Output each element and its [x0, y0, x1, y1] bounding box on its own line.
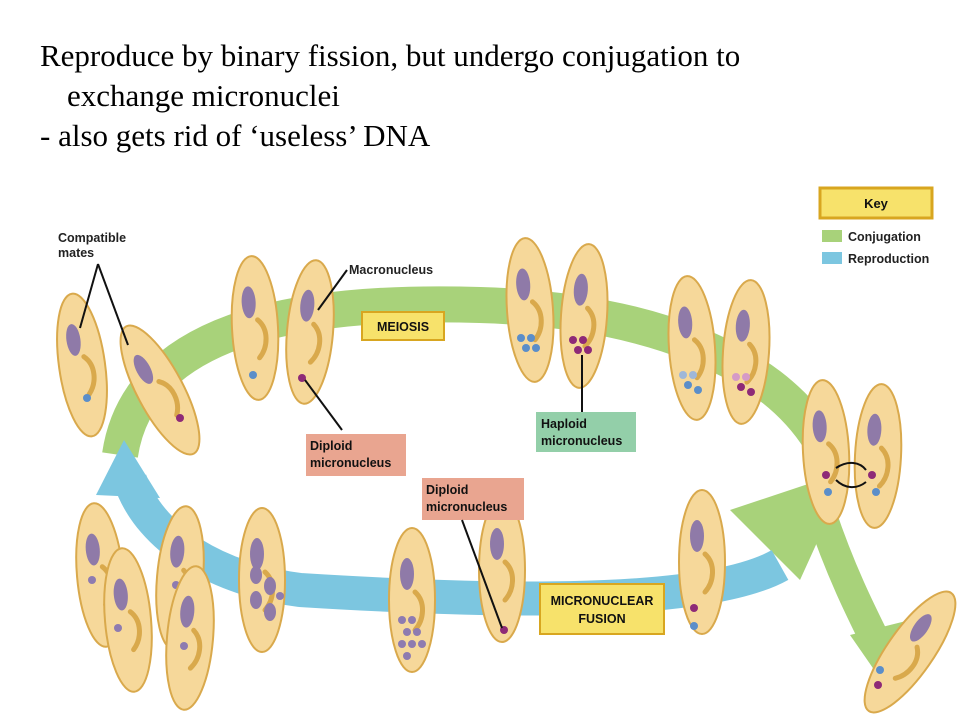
cell-fusion — [679, 490, 725, 634]
macronucleus-label: Macronucleus — [317, 263, 433, 311]
slide-line-3: - also gets rid of ‘useless’ DNA — [40, 118, 431, 153]
diploid-label-1: Diploid micronucleus — [304, 379, 406, 476]
reproduction-arrow-head — [96, 440, 160, 498]
key-box: Key Conjugation Reproduction — [818, 186, 934, 266]
diploid-label-2: Diploid micronucleus — [422, 478, 524, 629]
cell-pair-haploid — [502, 237, 612, 390]
svg-text:Macronucleus: Macronucleus — [349, 263, 433, 277]
key-title: Key — [864, 196, 889, 211]
svg-text:mates: mates — [58, 246, 94, 260]
slide-line-2: exchange micronuclei — [67, 78, 340, 113]
svg-text:Haploid: Haploid — [541, 417, 587, 431]
svg-text:micronucleus: micronucleus — [426, 500, 507, 514]
cell-mitosis — [389, 528, 435, 672]
svg-text:micronucleus: micronucleus — [310, 456, 391, 470]
cell-exconjugant — [850, 580, 960, 720]
svg-text:MICRONUCLEAR: MICRONUCLEAR — [551, 594, 654, 608]
haploid-label: Haploid micronucleus — [536, 355, 636, 452]
slide-text: Reproduce by binary fission, but undergo… — [40, 36, 940, 156]
compatible-mates — [49, 290, 214, 464]
cell-pair-swap — [799, 379, 904, 529]
key-conjugation: Conjugation — [848, 230, 921, 244]
compatible-label: Compatible mates — [58, 231, 129, 346]
cell-cluster-large-nuclei — [239, 508, 285, 652]
daughter-cells — [71, 501, 219, 711]
meiosis-label: MEIOSIS — [361, 311, 445, 341]
cell-pair-exchange — [664, 275, 774, 426]
key-reproduction: Reproduction — [848, 252, 929, 266]
svg-text:Diploid: Diploid — [310, 439, 352, 453]
slide-line-1: Reproduce by binary fission, but undergo… — [40, 38, 741, 73]
svg-text:Compatible: Compatible — [58, 231, 126, 245]
svg-text:Diploid: Diploid — [426, 483, 468, 497]
svg-text:FUSION: FUSION — [578, 612, 625, 626]
conjugation-diagram: Key Conjugation Reproduction Compatible … — [0, 186, 960, 720]
svg-text:MEIOSIS: MEIOSIS — [377, 320, 429, 334]
cell-pair-meiosis — [228, 255, 339, 406]
conjugation-arrow-lower — [805, 505, 894, 657]
svg-text:micronucleus: micronucleus — [541, 434, 622, 448]
fusion-label: MICRONUCLEAR FUSION — [539, 583, 665, 635]
